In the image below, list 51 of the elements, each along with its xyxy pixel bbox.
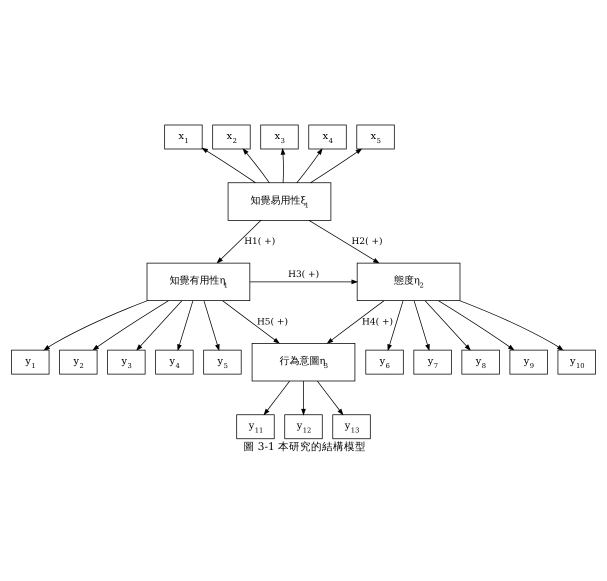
node-box: 行為意圖η$_{3}$ [252,343,356,382]
edge-label: H5( +) [256,317,288,328]
arrow [204,300,220,352]
arrow [308,220,380,264]
node-box: y$_{9}$ [510,350,548,375]
edge-label: H4( +) [362,317,394,328]
node-box: 態度η$_{2}$ [356,262,460,301]
caption: 圖 3-1 本研究的結構模型 [243,441,366,454]
arrow [459,300,564,351]
node-box: y$_{8}$ [462,350,500,375]
arrow [177,300,194,352]
arrow [222,300,280,344]
arrow [250,280,358,284]
node-box: 知覺有用性η$_{1}$ [146,262,250,301]
node-box: y$_{5}$ [203,350,242,375]
arrow [201,148,256,184]
node-box: y$_{13}$ [332,414,371,440]
arrow [424,300,471,351]
arrow [43,300,148,351]
node-box: 知覺易用性ξ$_{1}$ [228,182,332,221]
node-box: y$_{2}$ [59,350,98,375]
node-box: x$_{4}$ [308,124,347,150]
node-box: y$_{1}$ [11,350,50,375]
node-box: y$_{12}$ [284,414,323,440]
edge-label: H2( +) [352,237,383,248]
edge-label: H3( +) [288,270,320,280]
arrow [414,300,430,352]
arrow [92,300,169,351]
arrow [280,148,286,184]
node-box: y$_{3}$ [107,350,146,375]
node-box: y$_{6}$ [365,350,404,375]
arrow [438,300,515,351]
node-box: x$_{3}$ [260,124,299,150]
arrow [136,300,182,351]
node-box: y$_{11}$ [236,414,275,440]
node-box: y$_{4}$ [155,350,194,375]
arrow [242,148,270,184]
arrow [326,300,385,344]
arrow [317,380,344,416]
arrow [310,148,362,184]
edge-label: H1( +) [244,237,276,248]
node-box: x$_{5}$ [356,124,395,150]
arrow [296,148,323,184]
arrow [264,380,290,416]
node-box: x$_{2}$ [212,124,251,150]
node-box: y$_{10}$ [558,350,596,375]
arrow [301,380,306,416]
node-box: y$_{7}$ [413,350,452,375]
node-box: x$_{1}$ [164,124,203,150]
arrow [216,220,262,264]
arrow [387,300,404,352]
